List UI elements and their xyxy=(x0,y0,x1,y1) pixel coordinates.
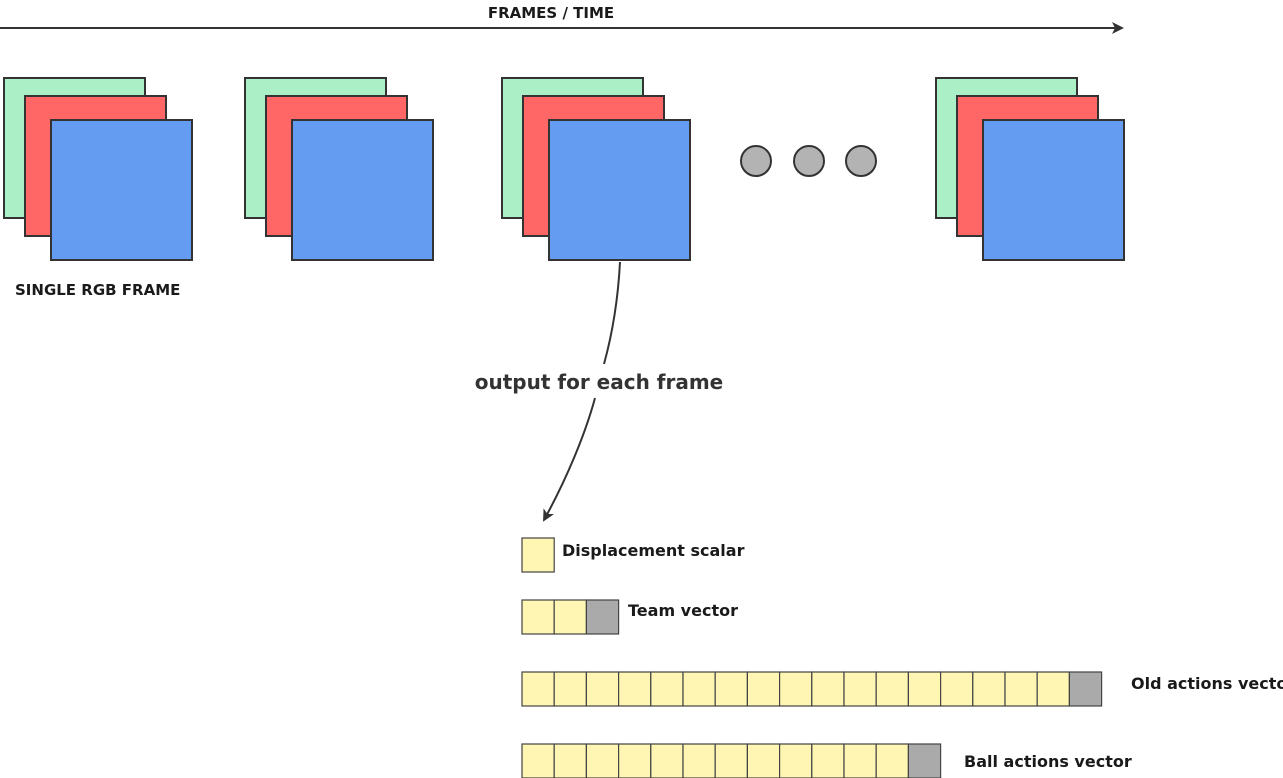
blue-channel xyxy=(291,119,434,261)
vector-cell xyxy=(746,743,781,778)
frame-3-stack xyxy=(501,77,691,261)
vector-cell xyxy=(553,743,588,778)
blue-channel xyxy=(548,119,691,261)
vector-cell xyxy=(778,671,813,707)
frame-caption: SINGLE RGB FRAME xyxy=(15,281,180,299)
blue-channel xyxy=(982,119,1125,261)
ellipsis-dot xyxy=(740,145,772,177)
vector-cell xyxy=(650,743,684,778)
blue-channel xyxy=(50,119,193,261)
vector-cell xyxy=(585,743,620,778)
vector-cell xyxy=(682,743,716,778)
vector-cell xyxy=(778,743,813,778)
time-axis-label: FRAMES / TIME xyxy=(488,4,614,22)
vector-cell-null xyxy=(585,599,620,635)
output-label-1: Team vector xyxy=(628,601,738,620)
vector-cell xyxy=(650,671,684,707)
ellipsis-dots xyxy=(740,145,877,177)
frame-2-stack xyxy=(244,77,434,261)
vector-cell xyxy=(521,599,555,635)
output-row: Ball actions vector xyxy=(521,743,1132,778)
vector-cell xyxy=(585,671,620,707)
vector-cell xyxy=(553,599,588,635)
vector-cell xyxy=(682,671,716,707)
vector-cell xyxy=(714,743,749,778)
vector-cell xyxy=(875,671,910,707)
vector-cell xyxy=(553,671,588,707)
vector-cell xyxy=(811,671,845,707)
output-connector-arrow-tail xyxy=(543,397,596,522)
vector-cell xyxy=(875,743,910,778)
output-row: Team vector xyxy=(521,599,738,635)
output-label-0: Displacement scalar xyxy=(562,541,745,560)
vector-cell xyxy=(972,671,1006,707)
output-label-3: Ball actions vector xyxy=(964,752,1132,771)
vector-cell xyxy=(521,537,555,573)
ellipsis-dot xyxy=(845,145,877,177)
vector-cell xyxy=(843,743,877,778)
vector-cell xyxy=(521,671,555,707)
vector-cell xyxy=(811,743,845,778)
frames-group xyxy=(3,77,1125,261)
vector-cell xyxy=(1036,671,1070,707)
vector-cell-null xyxy=(1068,671,1103,707)
vector-cell xyxy=(521,743,555,778)
frame-1-stack xyxy=(3,77,193,261)
vector-cell xyxy=(907,671,942,707)
vector-cell xyxy=(746,671,781,707)
frame-last-stack xyxy=(935,77,1125,261)
vector-cell xyxy=(617,743,652,778)
vector-cell xyxy=(617,671,652,707)
vector-cell xyxy=(939,671,974,707)
vector-cell xyxy=(1004,671,1038,707)
output-connector-arrow xyxy=(603,261,621,365)
vector-cell xyxy=(843,671,877,707)
output-label-2: Old actions vector xyxy=(1131,674,1283,693)
vector-cell xyxy=(714,671,749,707)
output-row: Old actions vector xyxy=(521,671,1283,707)
vector-cell-null xyxy=(907,743,942,778)
output-label: output for each frame xyxy=(475,370,723,394)
ellipsis-dot xyxy=(793,145,825,177)
output-row: Displacement scalar xyxy=(521,537,745,573)
